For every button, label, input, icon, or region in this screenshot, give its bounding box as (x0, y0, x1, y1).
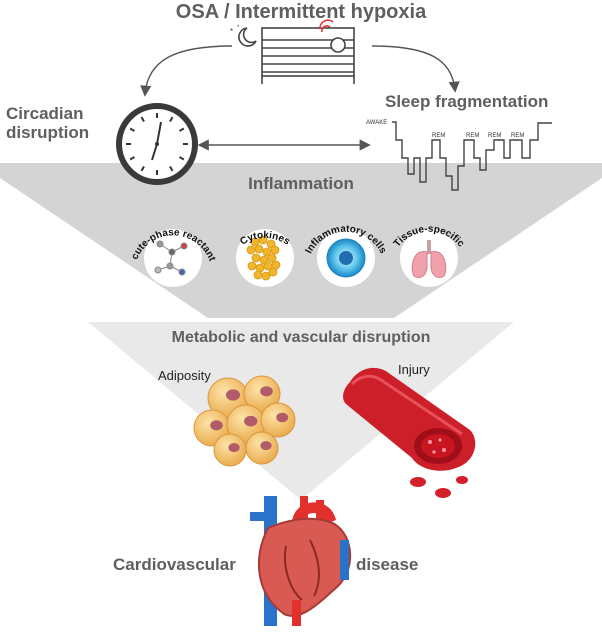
clock-icon (116, 103, 198, 185)
metabolic-title: Metabolic and vascular disruption (171, 329, 431, 346)
heart-icon (250, 496, 352, 626)
cytokine-dot (270, 245, 280, 255)
adipocyte-nucleus (244, 415, 258, 427)
inflammation-title: Inflammation (248, 174, 354, 193)
cytokine-dot (266, 239, 276, 249)
clock-tick (129, 156, 135, 161)
hypnogram-awake-label: AWAKE (366, 120, 387, 126)
arrow-to-circadian (140, 45, 233, 97)
clock-tick (179, 156, 185, 161)
immune-cell-icon (326, 238, 366, 278)
inflammation-item: Cytokines (236, 229, 294, 287)
adipocyte-nucleus (226, 389, 240, 401)
adipocyte-nucleus (228, 443, 240, 453)
cardiovascular-label: Cardiovascular (113, 555, 236, 574)
adipocyte-nucleus (260, 441, 272, 451)
cytokine-dot (267, 253, 277, 263)
cytokine-dot (261, 271, 271, 281)
moon-icon: * * (230, 25, 257, 47)
clock-tick (140, 166, 145, 172)
metabolic-band (88, 322, 514, 500)
diagram-title: OSA / Intermittent hypoxia (175, 1, 427, 23)
inflammation-item-label: Cytokines (238, 230, 292, 248)
sleeping-person-icon (261, 19, 355, 84)
sleep-fragmentation-label: Sleep fragmentation (385, 92, 549, 111)
adipocyte-nucleus (210, 420, 223, 431)
cytokine-dot (268, 267, 278, 277)
inflammation-item: Tissue-specific (392, 224, 467, 287)
clock-tick (129, 127, 135, 132)
hypnogram-rem-label: REM (488, 133, 501, 139)
clock-tick (179, 127, 185, 132)
hypnogram-chart: AWAKE REM REM REM REM (366, 120, 552, 191)
clock-tick (169, 166, 174, 172)
svg-text:*: * (237, 25, 240, 31)
cytokines-icon (246, 235, 281, 281)
cytokine-dot (262, 247, 272, 257)
inflammation-band (0, 163, 602, 318)
cytokine-dot (251, 253, 261, 263)
disease-label: disease (356, 555, 419, 574)
hypnogram-rem-label: REM (466, 133, 479, 139)
cytokine-dot (247, 261, 257, 271)
injury-label: Injury (398, 362, 430, 377)
svg-text:*: * (230, 27, 233, 36)
hypnogram-rem-label: REM (511, 133, 524, 139)
clock-tick (169, 116, 174, 122)
cytokine-dot (253, 270, 263, 280)
cytokine-dot (250, 237, 260, 247)
cytokine-dot (259, 255, 269, 265)
hypnogram-rem-label: REM (432, 133, 445, 139)
adipocyte-nucleus (276, 412, 289, 423)
cytokine-dot (246, 245, 256, 255)
cytokine-dot (258, 235, 268, 245)
molecule-icon (154, 240, 188, 276)
clock-tick (140, 116, 145, 122)
adiposity-label: Adiposity (158, 368, 211, 383)
adipocyte-nucleus (260, 386, 273, 397)
adipocytes-icon (193, 375, 296, 467)
arrow-to-sleep-fragmentation (371, 45, 460, 93)
circadian-label-line1: Circadian (6, 104, 84, 123)
cytokine-dot (254, 244, 264, 254)
circadian-label-line2: disruption (6, 123, 90, 142)
lungs-icon (411, 240, 447, 279)
svg-text:Cytokines: Cytokines (238, 230, 292, 248)
blood-vessel-icon (343, 367, 476, 498)
